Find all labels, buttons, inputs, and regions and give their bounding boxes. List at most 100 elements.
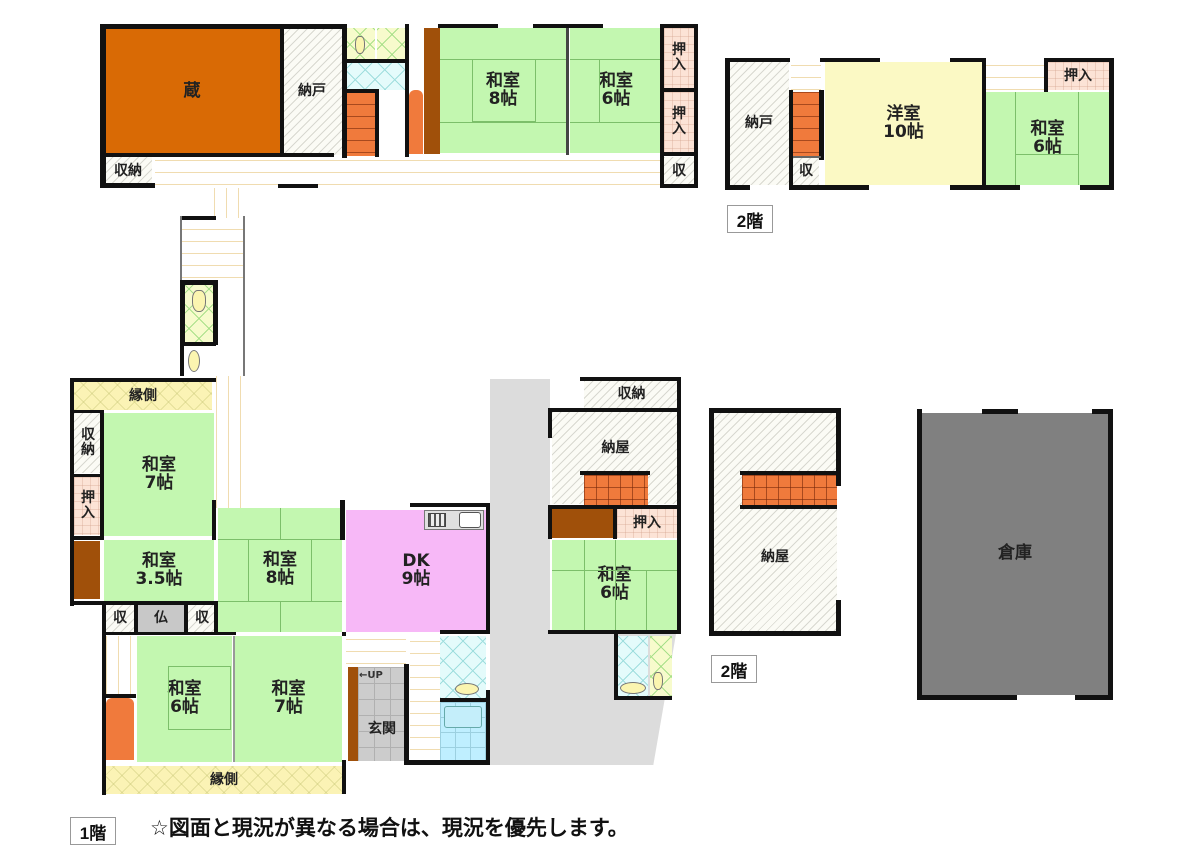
room-size: 10帖 bbox=[883, 121, 924, 142]
nando-2f: 納戸 bbox=[729, 62, 789, 185]
washroom-north bbox=[345, 62, 405, 90]
shuno-label: 収納 bbox=[114, 162, 142, 179]
stove-icon bbox=[428, 513, 446, 527]
genkan-step-wood bbox=[348, 667, 358, 761]
hallway-bath bbox=[410, 636, 440, 762]
room-size: 3.5帖 bbox=[135, 569, 183, 589]
engawa-label: 縁側 bbox=[210, 771, 238, 788]
shuno-barn-label: 収納 bbox=[617, 386, 646, 403]
room-name: DK bbox=[402, 551, 430, 572]
room-name: 和室 bbox=[142, 551, 176, 572]
washitsu-6-2f: 和室 6帖 bbox=[986, 92, 1109, 185]
room-name: 和室 bbox=[263, 550, 297, 571]
bathtub-west bbox=[106, 698, 134, 760]
room-name: 和室 bbox=[1030, 118, 1065, 139]
washitsu-7-south: 和室 7帖 bbox=[235, 636, 342, 762]
bathtub-icon bbox=[444, 706, 482, 728]
naya-1f: 納屋 bbox=[552, 412, 679, 504]
floor-label-2f-barn: 2階 bbox=[711, 655, 757, 683]
shu-southwest: 収 bbox=[106, 604, 134, 632]
shu-label: 収 bbox=[195, 609, 209, 626]
room-name: 和室 bbox=[142, 454, 176, 475]
washitsu-3-5: 和室 3.5帖 bbox=[104, 540, 214, 602]
room-name: 和室 bbox=[486, 70, 520, 91]
bathtub-north bbox=[409, 90, 423, 154]
stairs-north bbox=[347, 92, 375, 156]
genkan-label: 玄関 bbox=[368, 720, 396, 737]
washitsu-7-north: 和室 7帖 bbox=[104, 413, 214, 536]
butsudan: 仏 bbox=[138, 604, 184, 632]
naya-label: 納屋 bbox=[601, 439, 630, 456]
room-size: 8帖 bbox=[488, 88, 518, 109]
naya-2f: 納屋 bbox=[713, 412, 837, 632]
corridor-north bbox=[155, 157, 665, 185]
floor-label-1f: 1階 bbox=[70, 817, 116, 845]
up-arrow-label: ←UP bbox=[359, 670, 383, 681]
shu-2f: 収 bbox=[793, 158, 819, 185]
stairs-barn-1f bbox=[584, 475, 648, 505]
room-size: 7帖 bbox=[144, 472, 174, 493]
oshiire-barn: 押入 bbox=[617, 508, 677, 538]
washitsu-6-south: 和室 6帖 bbox=[137, 636, 232, 762]
engawa-label: 縁側 bbox=[129, 387, 157, 404]
oshiire-barn-label: 押入 bbox=[633, 514, 661, 531]
shu-label: 収 bbox=[113, 609, 127, 626]
genkan-hall bbox=[346, 636, 406, 664]
stairs-barn-2f bbox=[742, 475, 837, 505]
sink-icon bbox=[620, 682, 646, 694]
washitsu-6-barn: 和室 6帖 bbox=[552, 540, 677, 630]
naya-2f-label: 納屋 bbox=[761, 548, 789, 565]
wood-floor-west bbox=[74, 541, 100, 599]
shu-2f-label: 収 bbox=[799, 163, 813, 180]
toilet-icon bbox=[653, 672, 663, 690]
room-size: 8帖 bbox=[265, 568, 295, 588]
nando-closet-north: 納戸 bbox=[282, 28, 342, 155]
sink-icon bbox=[188, 350, 200, 372]
youshitsu-10: 洋室 10帖 bbox=[825, 62, 982, 185]
butsudan-label: 仏 bbox=[154, 609, 168, 626]
connecting-corridor bbox=[182, 218, 244, 278]
shuno-north: 収納 bbox=[104, 157, 152, 185]
sink-icon bbox=[455, 683, 479, 695]
shuno-label: 収納 bbox=[81, 427, 95, 458]
kitchen-sink-icon bbox=[459, 512, 481, 528]
washitsu-8-north: 和室 8帖 bbox=[440, 28, 566, 153]
shu-label: 収 bbox=[672, 162, 686, 179]
toilet-north-2 bbox=[377, 28, 407, 60]
oshiire-label: 押入 bbox=[672, 42, 686, 73]
driveway bbox=[490, 379, 550, 765]
room-size: 6帖 bbox=[170, 697, 199, 717]
stairs-2f bbox=[793, 92, 819, 156]
dk-9: DK 9帖 bbox=[346, 510, 486, 632]
oshiire-label: 押入 bbox=[81, 490, 95, 521]
wood-floor-north bbox=[424, 28, 440, 154]
floor-label-2f: 2階 bbox=[727, 205, 773, 233]
room-size: 7帖 bbox=[274, 697, 303, 717]
room-size: 6帖 bbox=[1033, 136, 1062, 157]
genkan-entrance: 玄関 bbox=[358, 667, 406, 761]
bath-west-corridor bbox=[106, 636, 134, 696]
room-name: 和室 bbox=[167, 679, 202, 700]
oshiire-west: 押入 bbox=[74, 477, 102, 535]
nando-label: 納戸 bbox=[298, 83, 326, 100]
kura-label: 蔵 bbox=[183, 80, 201, 101]
corridor-vertical-main bbox=[216, 376, 246, 508]
oshiire-label: 押入 bbox=[672, 106, 686, 137]
engawa-bottom: 縁側 bbox=[106, 766, 342, 794]
room-name: 和室 bbox=[271, 679, 306, 700]
room-size: 9帖 bbox=[401, 569, 431, 589]
room-size: 6帖 bbox=[601, 88, 631, 109]
oshiire-north-b: 押入 bbox=[664, 92, 694, 152]
room-name: 洋室 bbox=[886, 103, 921, 124]
corridor-2f bbox=[791, 62, 821, 90]
connecting-corridor-vertical bbox=[214, 188, 244, 218]
room-name: 和室 bbox=[599, 70, 633, 91]
warehouse: 倉庫 bbox=[921, 413, 1109, 695]
nando-2f-label: 納戸 bbox=[745, 115, 773, 132]
engawa-top: 縁側 bbox=[74, 382, 212, 410]
wood-floor-barn bbox=[552, 508, 614, 538]
shu-north: 収 bbox=[664, 157, 694, 185]
shuno-barn: 収納 bbox=[584, 381, 679, 408]
washitsu-6-north: 和室 6帖 bbox=[570, 28, 662, 153]
